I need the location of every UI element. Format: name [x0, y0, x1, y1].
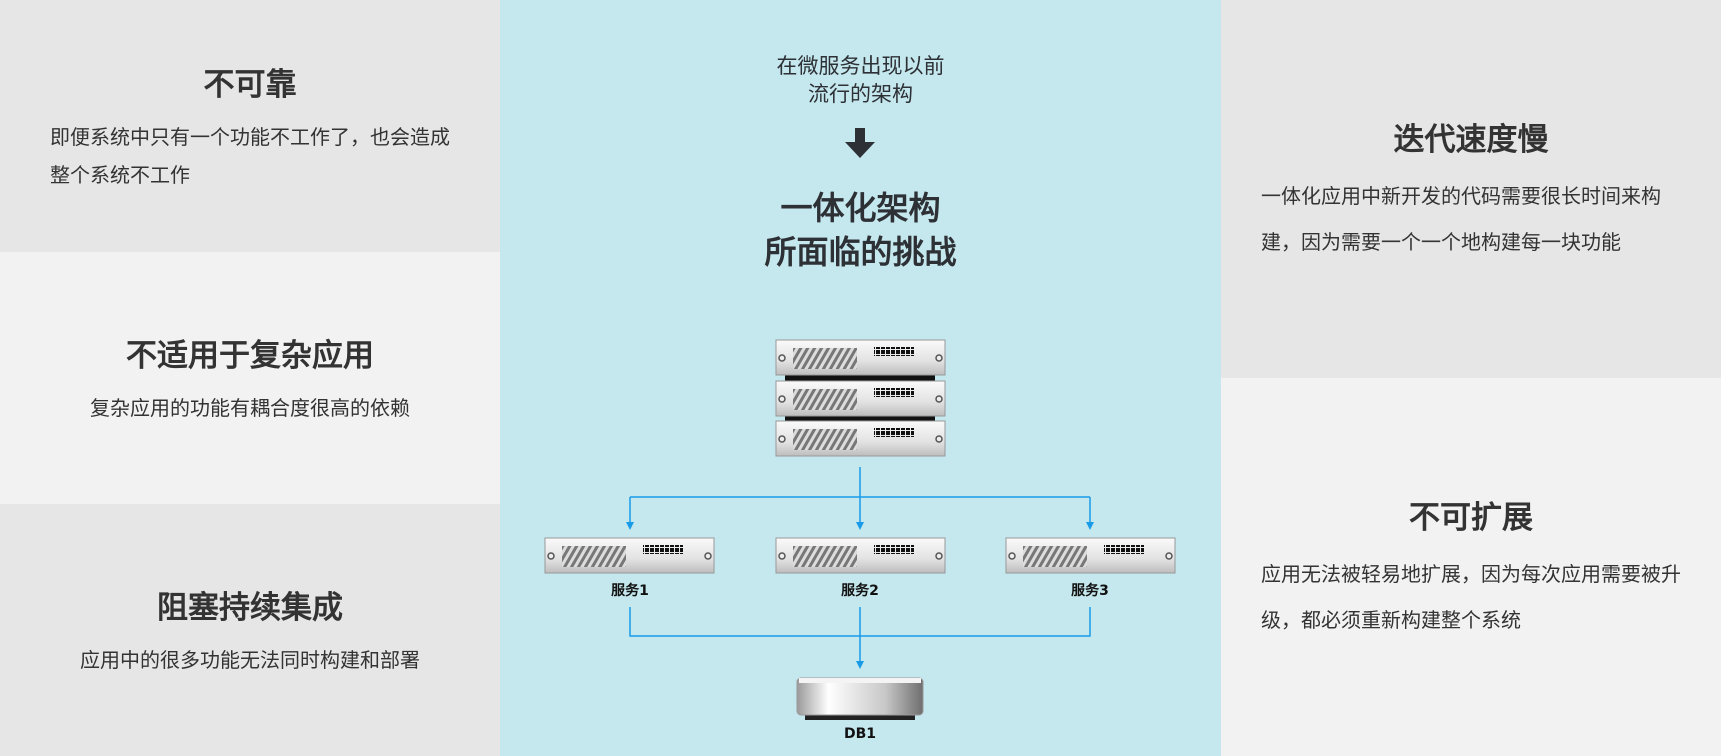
challenge-slow-iteration: 迭代速度慢 一体化应用中新开发的代码需要很长时间来构建，因为需要一个一个地构建每…: [1221, 0, 1721, 378]
subtitle-line: 流行的架构: [808, 82, 913, 106]
challenge-complex-apps: 不适用于复杂应用 复杂应用的功能有耦合度很高的依赖: [0, 252, 500, 504]
challenge-body: 复杂应用的功能有耦合度很高的依赖: [90, 395, 410, 420]
database-icon: [796, 677, 924, 720]
arrowheads: [626, 522, 1094, 669]
challenge-title: 不可靠: [203, 66, 297, 103]
service-label: 服务3: [1071, 582, 1109, 599]
title-line: 所面临的挑战: [764, 233, 957, 271]
main-title: 一体化架构 所面临的挑战: [500, 186, 1221, 274]
down-arrow-icon: [845, 128, 875, 158]
service-server-3: [1005, 537, 1176, 574]
service-server-2: [775, 537, 946, 574]
subtitle-line: 在微服务出现以前: [776, 54, 945, 78]
challenge-not-scalable: 不可扩展 应用无法被轻易地扩展，因为每次应用需要被升级，都必须重新构建整个系统: [1221, 378, 1721, 756]
architecture-diagram: 服务1 服务2 服务3 DB1: [544, 128, 1176, 742]
challenge-body: 应用中的很多功能无法同时构建和部署: [80, 647, 420, 672]
challenge-unreliable: 不可靠 即便系统中只有一个功能不工作了，也会造成整个系统不工作: [0, 0, 500, 252]
challenge-title: 迭代速度慢: [1393, 121, 1549, 158]
challenge-body: 应用无法被轻易地扩展，因为每次应用需要被升级，都必须重新构建整个系统: [1261, 561, 1681, 632]
challenge-ci-blocked: 阻塞持续集成 应用中的很多功能无法同时构建和部署: [0, 504, 500, 756]
challenge-title: 不可扩展: [1409, 499, 1533, 536]
subtitle: 在微服务出现以前 流行的架构: [500, 52, 1221, 108]
monolith-server-stack: [775, 339, 946, 457]
challenge-title: 不适用于复杂应用: [126, 337, 374, 374]
service-server-1: [544, 537, 715, 574]
center-diagram-panel: 在微服务出现以前 流行的架构 一体化架构 所面临的挑战: [500, 0, 1221, 756]
challenge-body: 即便系统中只有一个功能不工作了，也会造成整个系统不工作: [50, 124, 450, 187]
title-line: 一体化架构: [780, 189, 941, 227]
service-label: 服务1: [611, 582, 649, 599]
challenge-body: 一体化应用中新开发的代码需要很长时间来构建，因为需要一个一个地构建每一块功能: [1261, 183, 1661, 254]
db-label: DB1: [844, 726, 876, 742]
challenge-title: 阻塞持续集成: [157, 589, 343, 626]
service-label: 服务2: [841, 582, 879, 599]
